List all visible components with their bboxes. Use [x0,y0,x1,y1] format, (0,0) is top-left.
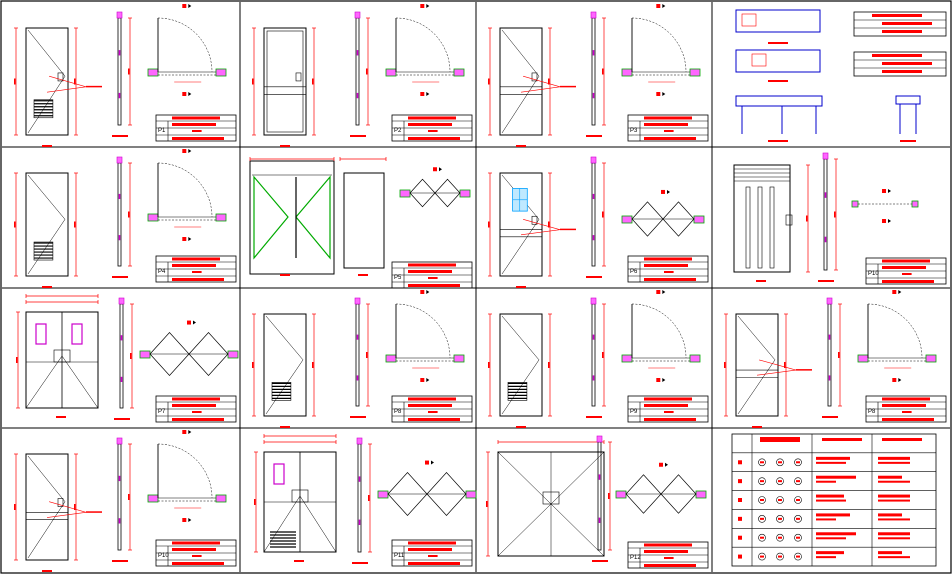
panel-code: P1 [158,128,166,134]
detail-panel-14: P11 [254,434,477,567]
panel-code: P9 [630,409,638,415]
panel-code: P3 [630,128,638,134]
panel-code: P8 [394,409,402,415]
detail-panel-10: P8 [252,290,473,428]
detail-panel-7: P6 [488,156,709,288]
detail-panel-5: P4 [14,149,237,288]
detail-panel-9: P7 [16,294,239,423]
detail-panel-13: P10 [14,430,237,572]
detail-panel-11: P9 [488,290,709,428]
detail-panel-2: P2 [252,4,473,147]
panel-code: P10 [158,553,169,559]
panel-code: P2 [394,128,402,134]
detail-panel-16 [731,433,937,567]
panel-code: P12 [630,555,641,561]
panel-code: P5 [394,275,402,281]
panel-code: P7 [158,409,166,415]
detail-panel-8: P10 [733,152,947,285]
detail-panel-1: P1 [14,4,237,147]
panel-code: P4 [158,269,166,275]
detail-panel-15: P12 [486,435,709,569]
panel-code: P6 [630,269,638,275]
detail-panel-12: P8 [724,290,947,428]
panel-code: P8 [868,409,876,415]
detail-panel-3: P3 [488,4,709,147]
panel-code: P11 [394,553,405,559]
panel-code: P10 [868,271,879,277]
detail-panel-6: P5 [249,157,473,289]
detail-panel-4 [735,9,947,142]
